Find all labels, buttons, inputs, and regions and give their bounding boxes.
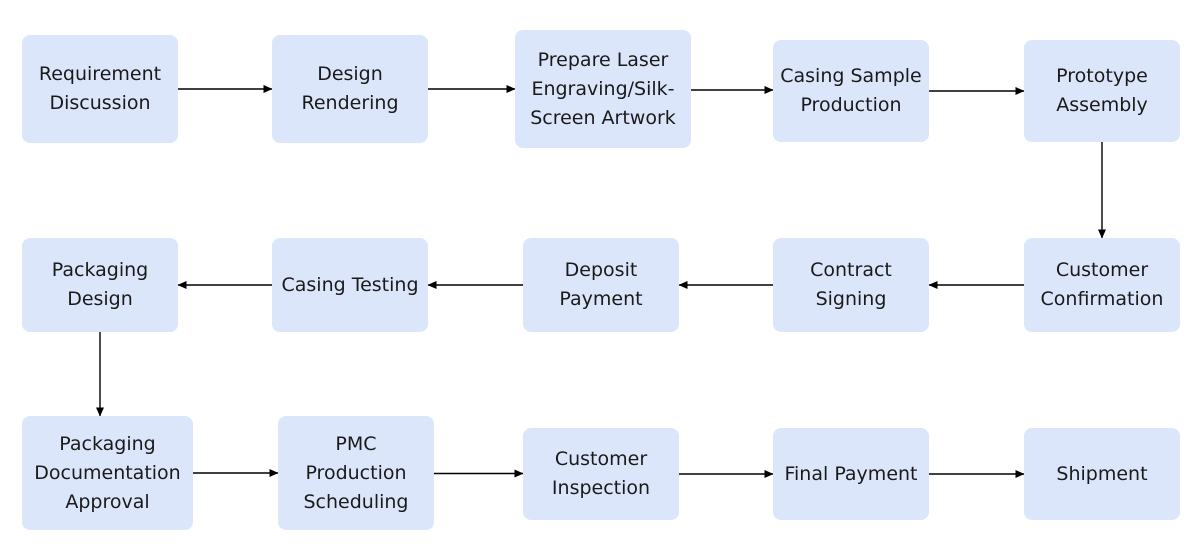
step-label: Contract Signing (810, 259, 892, 310)
step-label: Customer Confirmation (1040, 259, 1164, 310)
step-label: Casing Testing (281, 273, 419, 296)
step-customer-inspection: Customer Inspection (523, 428, 679, 520)
step-label: Customer Inspection (551, 448, 651, 499)
step-final-payment: Final Payment (773, 428, 929, 520)
step-requirement-discussion: Requirement Discussion (22, 35, 178, 143)
step-deposit-payment: Deposit Payment (523, 238, 679, 332)
step-packaging-documentation-approval: Packaging Documentation Approval (22, 416, 193, 530)
step-label: Shipment (1056, 462, 1148, 485)
step-casing-sample-production: Casing Sample Production (773, 40, 929, 142)
step-prepare-artwork: Prepare Laser Engraving/Silk- Screen Art… (515, 30, 691, 148)
step-label: Requirement Discussion (38, 63, 162, 114)
step-contract-signing: Contract Signing (773, 238, 929, 332)
step-design-rendering: Design Rendering (272, 35, 428, 143)
step-shipment: Shipment (1024, 428, 1180, 520)
step-label: Deposit Payment (559, 259, 643, 310)
step-customer-confirmation: Customer Confirmation (1024, 238, 1180, 332)
step-packaging-design: Packaging Design (22, 238, 178, 332)
step-label: Packaging Design (51, 259, 149, 310)
step-label: Prototype Assembly (1056, 65, 1148, 116)
step-label: Prepare Laser Engraving/Silk- Screen Art… (530, 48, 676, 129)
step-pmc-production-scheduling: PMC Production Scheduling (278, 416, 434, 530)
step-casing-testing: Casing Testing (272, 238, 428, 332)
step-prototype-assembly: Prototype Assembly (1024, 40, 1180, 142)
step-label: PMC Production Scheduling (303, 432, 409, 513)
step-label: Packaging Documentation Approval (34, 432, 181, 513)
step-label: Final Payment (784, 462, 918, 485)
step-label: Casing Sample Production (780, 65, 922, 116)
step-label: Design Rendering (301, 63, 399, 114)
